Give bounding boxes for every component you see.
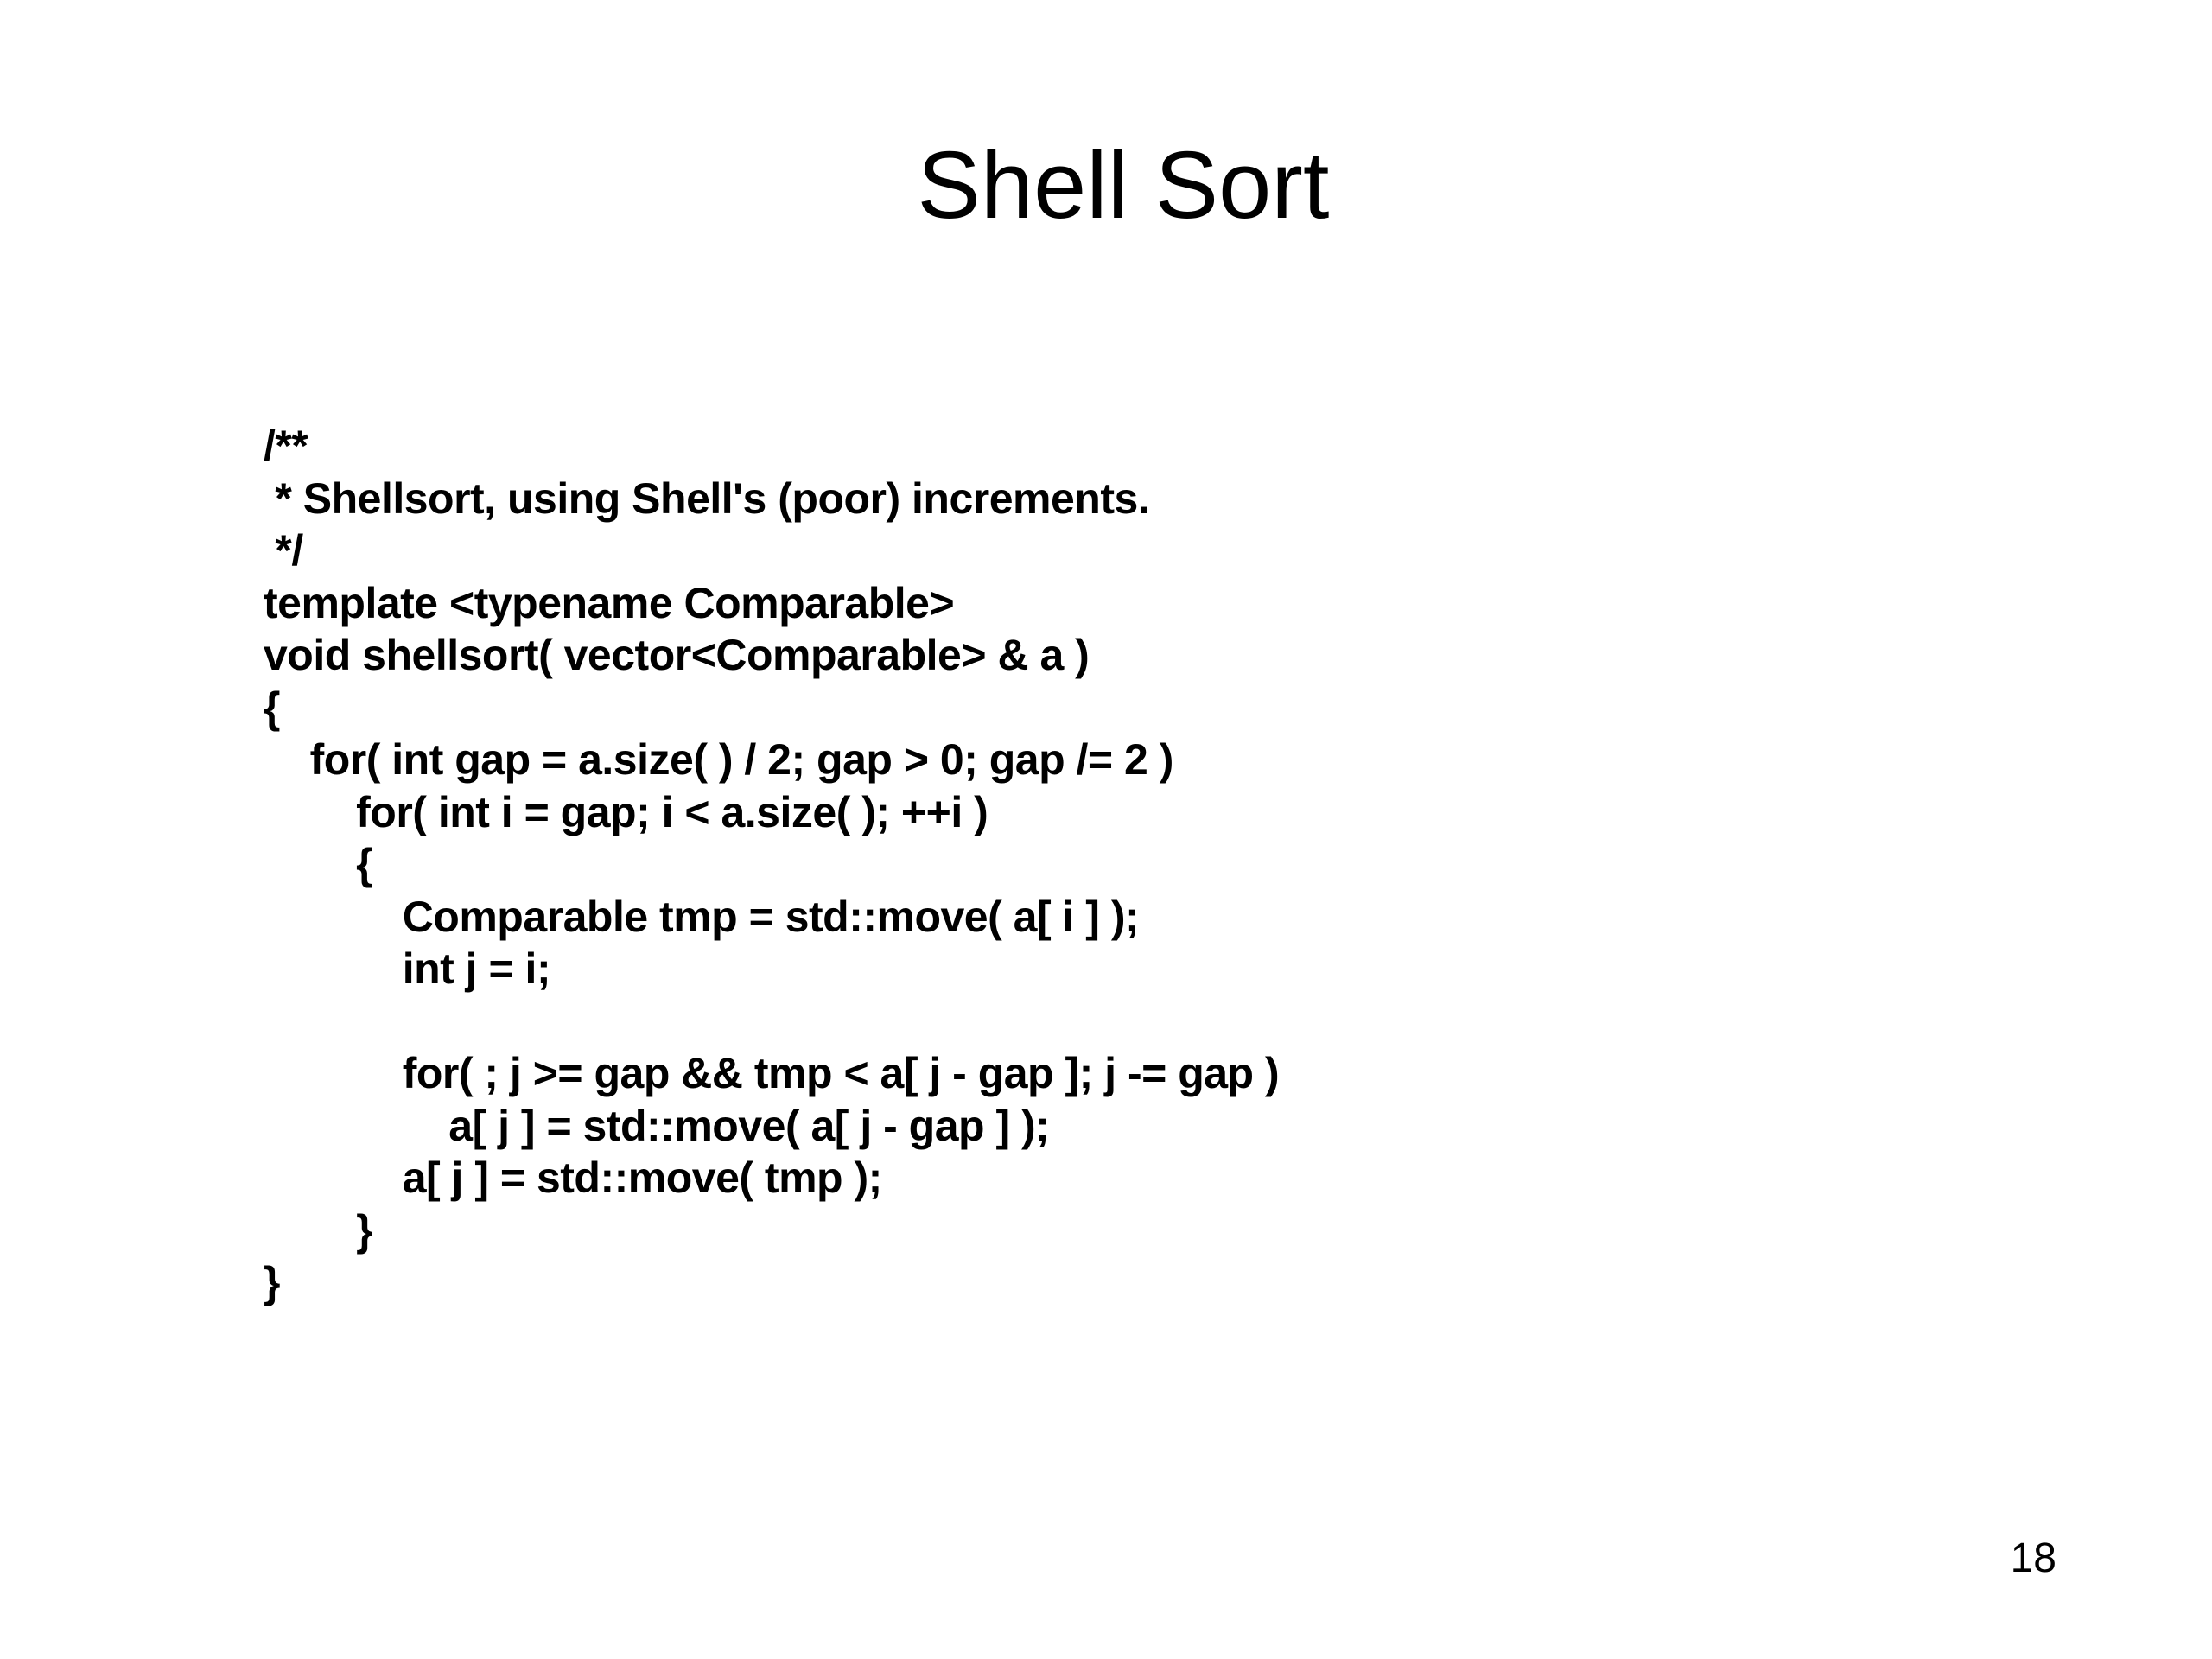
code-line: { <box>264 840 373 888</box>
code-line: * Shellsort, using Shell's (poor) increm… <box>264 474 1150 523</box>
slide-number: 18 <box>2010 1535 2056 1581</box>
code-line: /** <box>264 422 308 470</box>
code-line: a[ j ] = std::move( a[ j - gap ] ); <box>264 1101 1050 1150</box>
code-line: a[ j ] = std::move( tmp ); <box>264 1154 883 1202</box>
code-line: } <box>264 1205 373 1255</box>
code-line: for( int gap = a.size( ) / 2; gap > 0; g… <box>264 735 1174 784</box>
slide-title: Shell Sort <box>917 132 1330 238</box>
code-line: for( int i = gap; i < a.size( ); ++i ) <box>264 787 988 836</box>
code-line: { <box>264 683 280 732</box>
code-listing: /** * Shellsort, using Shell's (poor) in… <box>264 420 1280 1309</box>
code-line-blank <box>264 995 1279 1048</box>
code-line: for( ; j >= gap && tmp < a[ j - gap ]; j… <box>264 1049 1280 1097</box>
code-line: void shellsort( vector<Comparable> & a ) <box>264 631 1090 679</box>
code-line: int j = i; <box>264 944 551 993</box>
code-line: Comparable tmp = std::move( a[ i ] ); <box>264 892 1140 941</box>
code-line: template <typename Comparable> <box>264 578 955 627</box>
code-line: } <box>264 1258 280 1306</box>
code-line: */ <box>264 526 303 575</box>
